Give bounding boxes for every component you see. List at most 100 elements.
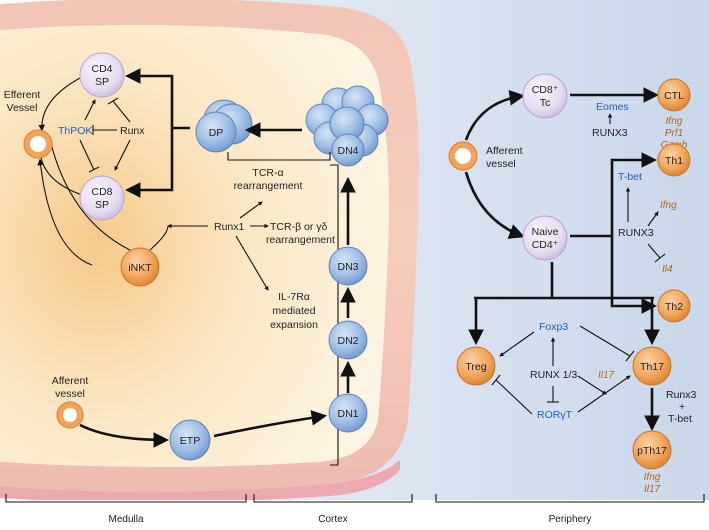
arrow-cd4-to-vessel (38, 77, 81, 132)
tcr-beta-label-2: rearrangement (266, 234, 335, 246)
arrow-runx3-ifng (647, 211, 659, 227)
inhibit-runx-cd4 (112, 100, 131, 123)
cd8-tc-label-2: Tc (540, 97, 551, 109)
inhibit-foxp3-th17 (579, 325, 631, 357)
naive-cd4-label-2: CD4⁺ (532, 239, 559, 251)
inkt-label: iNKT (128, 262, 152, 274)
thymus-afferent-vessel-icon (56, 401, 84, 429)
dn4-label: DN4 (337, 145, 358, 157)
periphery-afferent-vessel-icon (448, 141, 478, 171)
dn1-label: DN1 (337, 408, 358, 420)
runx-label: Runx (120, 125, 145, 137)
dn2-label: DN2 (337, 335, 358, 347)
dp-cell-cluster (195, 99, 253, 153)
pth17-gene-2: Il17 (644, 484, 661, 495)
th17-label: Th17 (640, 361, 664, 373)
cd4sp-cell (79, 52, 125, 98)
cd8sp-label-2: SP (95, 199, 109, 211)
inhibit-bar-2 (88, 166, 100, 173)
tcr-alpha-label-2: rearrangement (234, 180, 303, 192)
cd8sp-cell (79, 175, 125, 221)
dn2-cell (328, 320, 368, 360)
tbet-label: T-bet (618, 171, 642, 183)
arrow-etp-dn1 (213, 410, 328, 438)
periphery-bracket (435, 494, 705, 503)
thpok-label: ThPOK (58, 125, 92, 137)
runx1-label: Runx1 (214, 221, 245, 233)
cd8sp-label-1: CD8 (91, 186, 112, 198)
periphery-afferent-label-1: Afferent (486, 145, 523, 157)
il7-label-1: IL-7Rα (278, 291, 310, 303)
medulla-label: Medulla (108, 514, 143, 525)
pth17-cell (632, 430, 672, 470)
efferent-vessel-icon (23, 129, 53, 159)
cortex-label: Cortex (318, 514, 347, 525)
inhibit-bar-il4 (654, 253, 666, 263)
cd8-tc-cell (522, 73, 568, 119)
runx3-cd4-label: RUNX3 (618, 227, 654, 239)
th2-label: Th2 (665, 301, 683, 313)
th17-cell (632, 346, 672, 386)
arrow-inkt-to-vessel (37, 158, 93, 266)
ctl-gene-1: Ifng (666, 116, 683, 127)
inhibit-rorgt-treg (495, 379, 533, 415)
il4-gene: Il4 (662, 264, 673, 275)
treg-label: Treg (465, 361, 486, 373)
arrow-cd4-th2 (610, 236, 658, 314)
periphery-label: Periphery (549, 514, 592, 525)
periphery-afferent-label-2: vessel (486, 158, 516, 170)
inhibit-thpok-cd8 (79, 139, 95, 171)
arrow-thpok-cd4 (84, 99, 96, 121)
arrow-runx-il17 (577, 375, 607, 395)
efferent-vessel-label-2: Vessel (7, 102, 38, 114)
tcr-alpha-label-1: TCR-α (252, 167, 283, 179)
il7-label-2: mediated (272, 305, 315, 317)
arrow-dp-cd4 (124, 68, 190, 130)
ctl-cell (657, 78, 691, 112)
inhibit-bar-3 (107, 97, 119, 105)
dn4-cell-cluster (305, 85, 389, 167)
ifng-th1-gene: Ifng (660, 200, 677, 211)
treg-cell (456, 346, 496, 386)
runx3-tbet-label-2: + (679, 401, 685, 413)
thymus-afferent-label-1: Afferent (52, 375, 89, 387)
inhibit-runx3-il4 (647, 243, 661, 259)
cortex-bracket (330, 164, 339, 466)
th1-cell (657, 143, 691, 177)
thymus-inner (0, 24, 389, 467)
arrow-cd4-th1 (570, 152, 658, 238)
runx3-tbet-label-3: T-bet (668, 413, 692, 425)
inhibit-bar-th17 (625, 350, 635, 362)
naive-cd4-cell (522, 215, 568, 261)
cd4sp-label-1: CD4 (91, 63, 112, 75)
efferent-vessel-label-1: Efferent (4, 89, 41, 101)
medulla-bracket (5, 494, 247, 503)
arrow-vessel-etp (79, 423, 170, 448)
arrow-dp-cd8 (124, 128, 174, 198)
arrow-foxp3-treg (499, 331, 535, 357)
dn1-cell (328, 393, 368, 433)
th1-label: Th1 (665, 155, 683, 167)
runx13-label: RUNX 1/3 (530, 369, 577, 381)
arrow-runx1-il7 (235, 235, 269, 291)
pth17-gene-1: Ifng (644, 472, 661, 483)
runx3-cd8-label: RUNX3 (592, 127, 628, 139)
dn3-cell (328, 246, 368, 286)
il17-gene: Il17 (598, 370, 615, 381)
footer-band (0, 500, 709, 530)
arc-cd8-inkt (49, 139, 131, 251)
runx3-tbet-label-1: Runx3 (666, 389, 697, 401)
naive-cd4-label-1: Naive (532, 226, 559, 238)
foxp3-label: Foxp3 (539, 321, 568, 333)
cd8-tc-label-1: CD8⁺ (532, 84, 559, 96)
capsule-edge (0, 460, 400, 503)
inhibit-bar-treg (491, 374, 501, 386)
il7-label-3: expansion (270, 319, 318, 331)
thymus-afferent-label-2: vessel (55, 388, 85, 400)
arrow-vessel-cd4 (464, 171, 525, 239)
cd4sp-label-2: SP (95, 76, 109, 88)
etp-cell (169, 419, 211, 461)
eomes-label: Eomes (596, 101, 629, 113)
